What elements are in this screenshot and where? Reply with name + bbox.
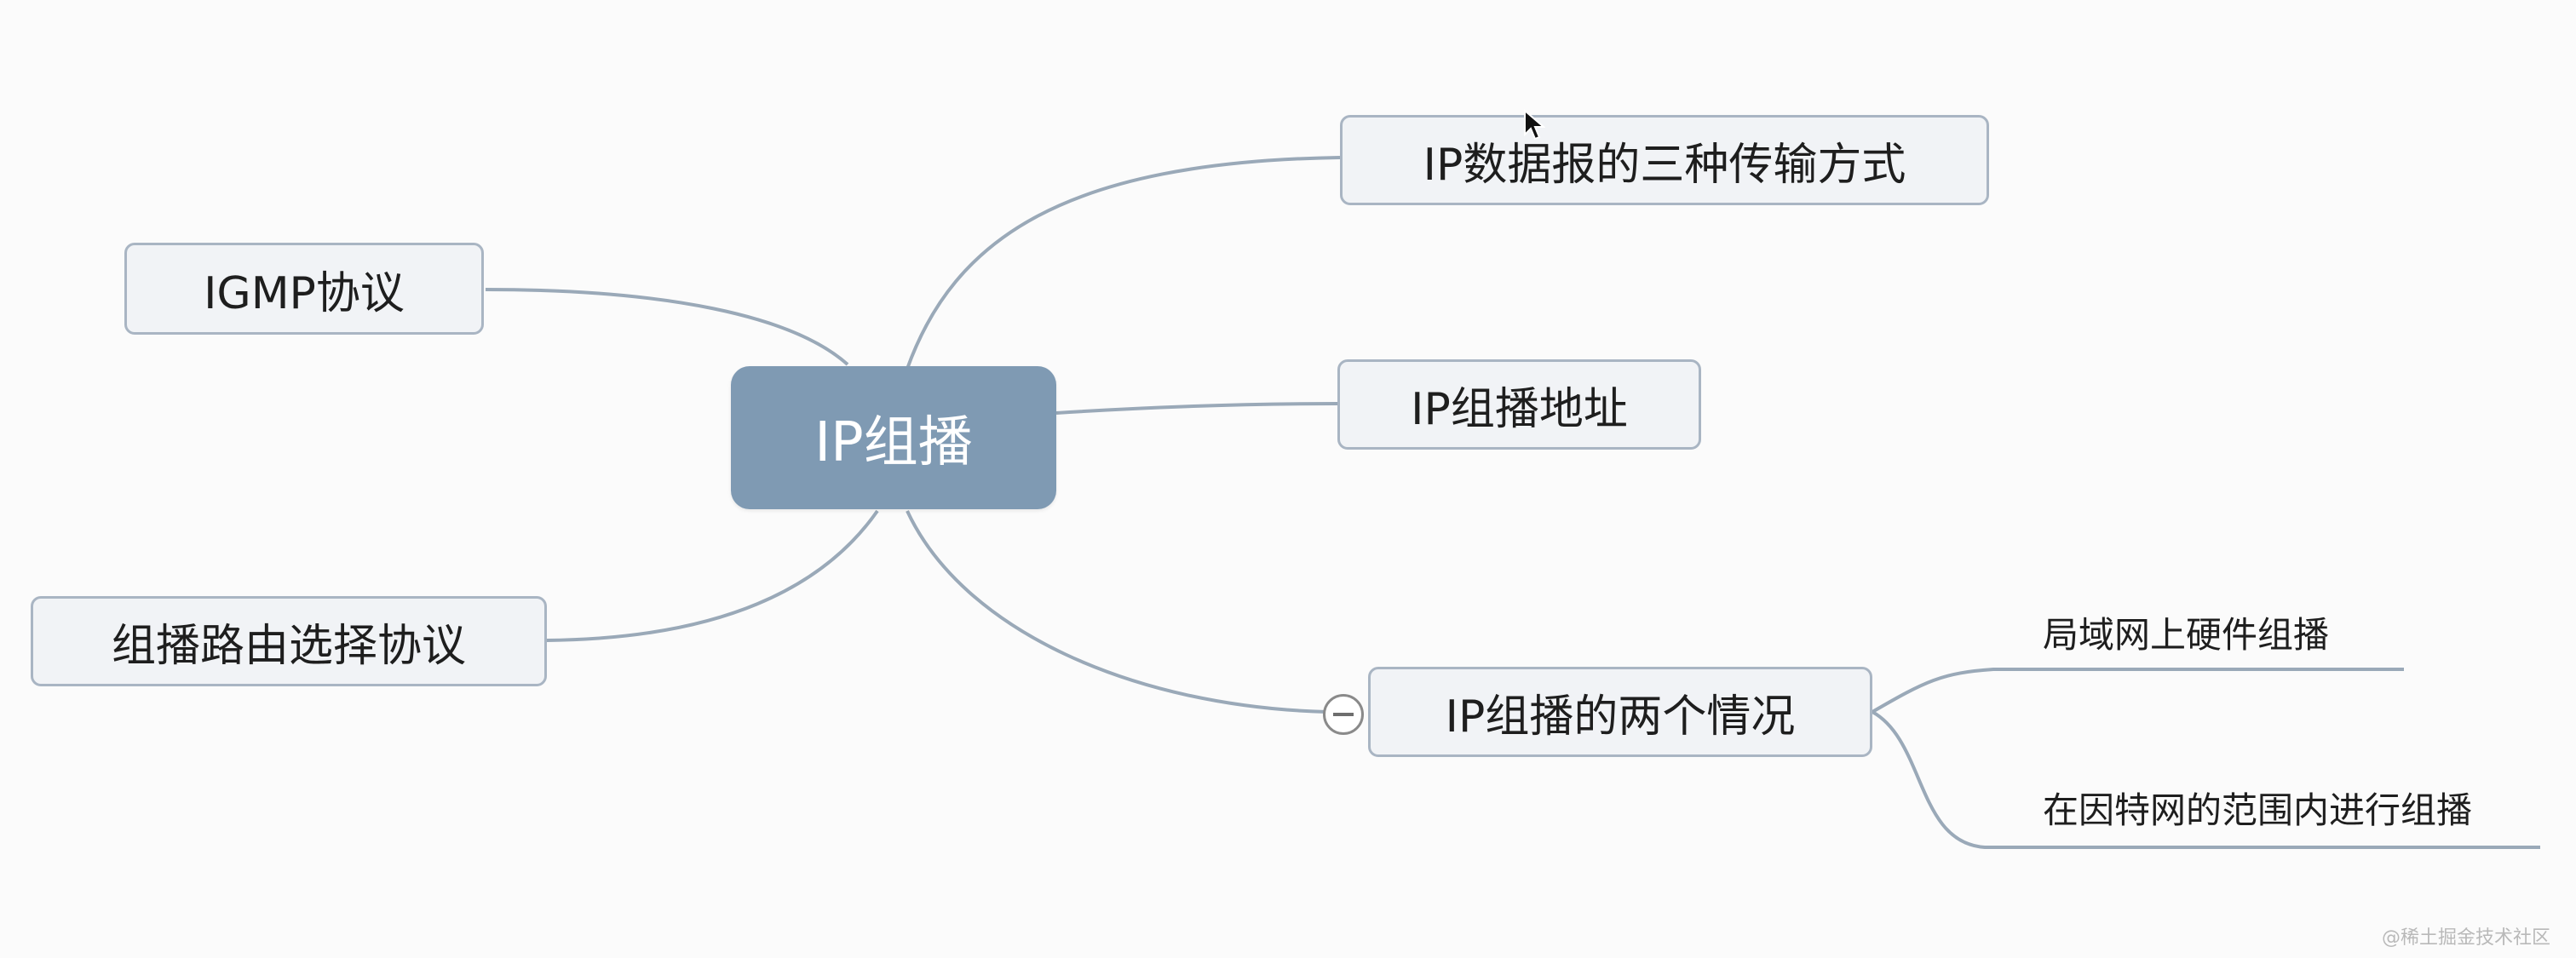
root-node[interactable]: IP组播 [731, 366, 1056, 509]
branch-node-routing-protocol[interactable]: 组播路由选择协议 [31, 596, 547, 686]
connector-root-to-transmission [906, 156, 1341, 370]
connector-two-cases-to-internet [1872, 710, 2540, 849]
leaf-node-internet-multicast[interactable]: 在因特网的范围内进行组播 [2043, 789, 2473, 831]
mouse-pointer-icon [1524, 109, 1545, 141]
connector-root-to-address [1055, 402, 1338, 415]
connector-root-to-igmp [485, 288, 849, 366]
branch-node-transmission-modes[interactable]: IP数据报的三种传输方式 [1340, 115, 1989, 205]
connector-two-cases-to-lan [1871, 668, 2404, 714]
branch-node-multicast-address[interactable]: IP组播地址 [1337, 359, 1701, 450]
leaf-node-lan-hardware-multicast[interactable]: 局域网上硬件组播 [2043, 614, 2330, 656]
connector-root-to-two-cases [906, 510, 1328, 714]
branch-node-igmp[interactable]: IGMP协议 [124, 243, 484, 335]
branch-node-two-cases[interactable]: IP组播的两个情况 [1368, 667, 1872, 757]
collapse-toggle-icon[interactable] [1323, 694, 1364, 735]
connector-root-to-routing [546, 509, 879, 642]
watermark: @稀土掘金技术社区 [2381, 927, 2550, 949]
